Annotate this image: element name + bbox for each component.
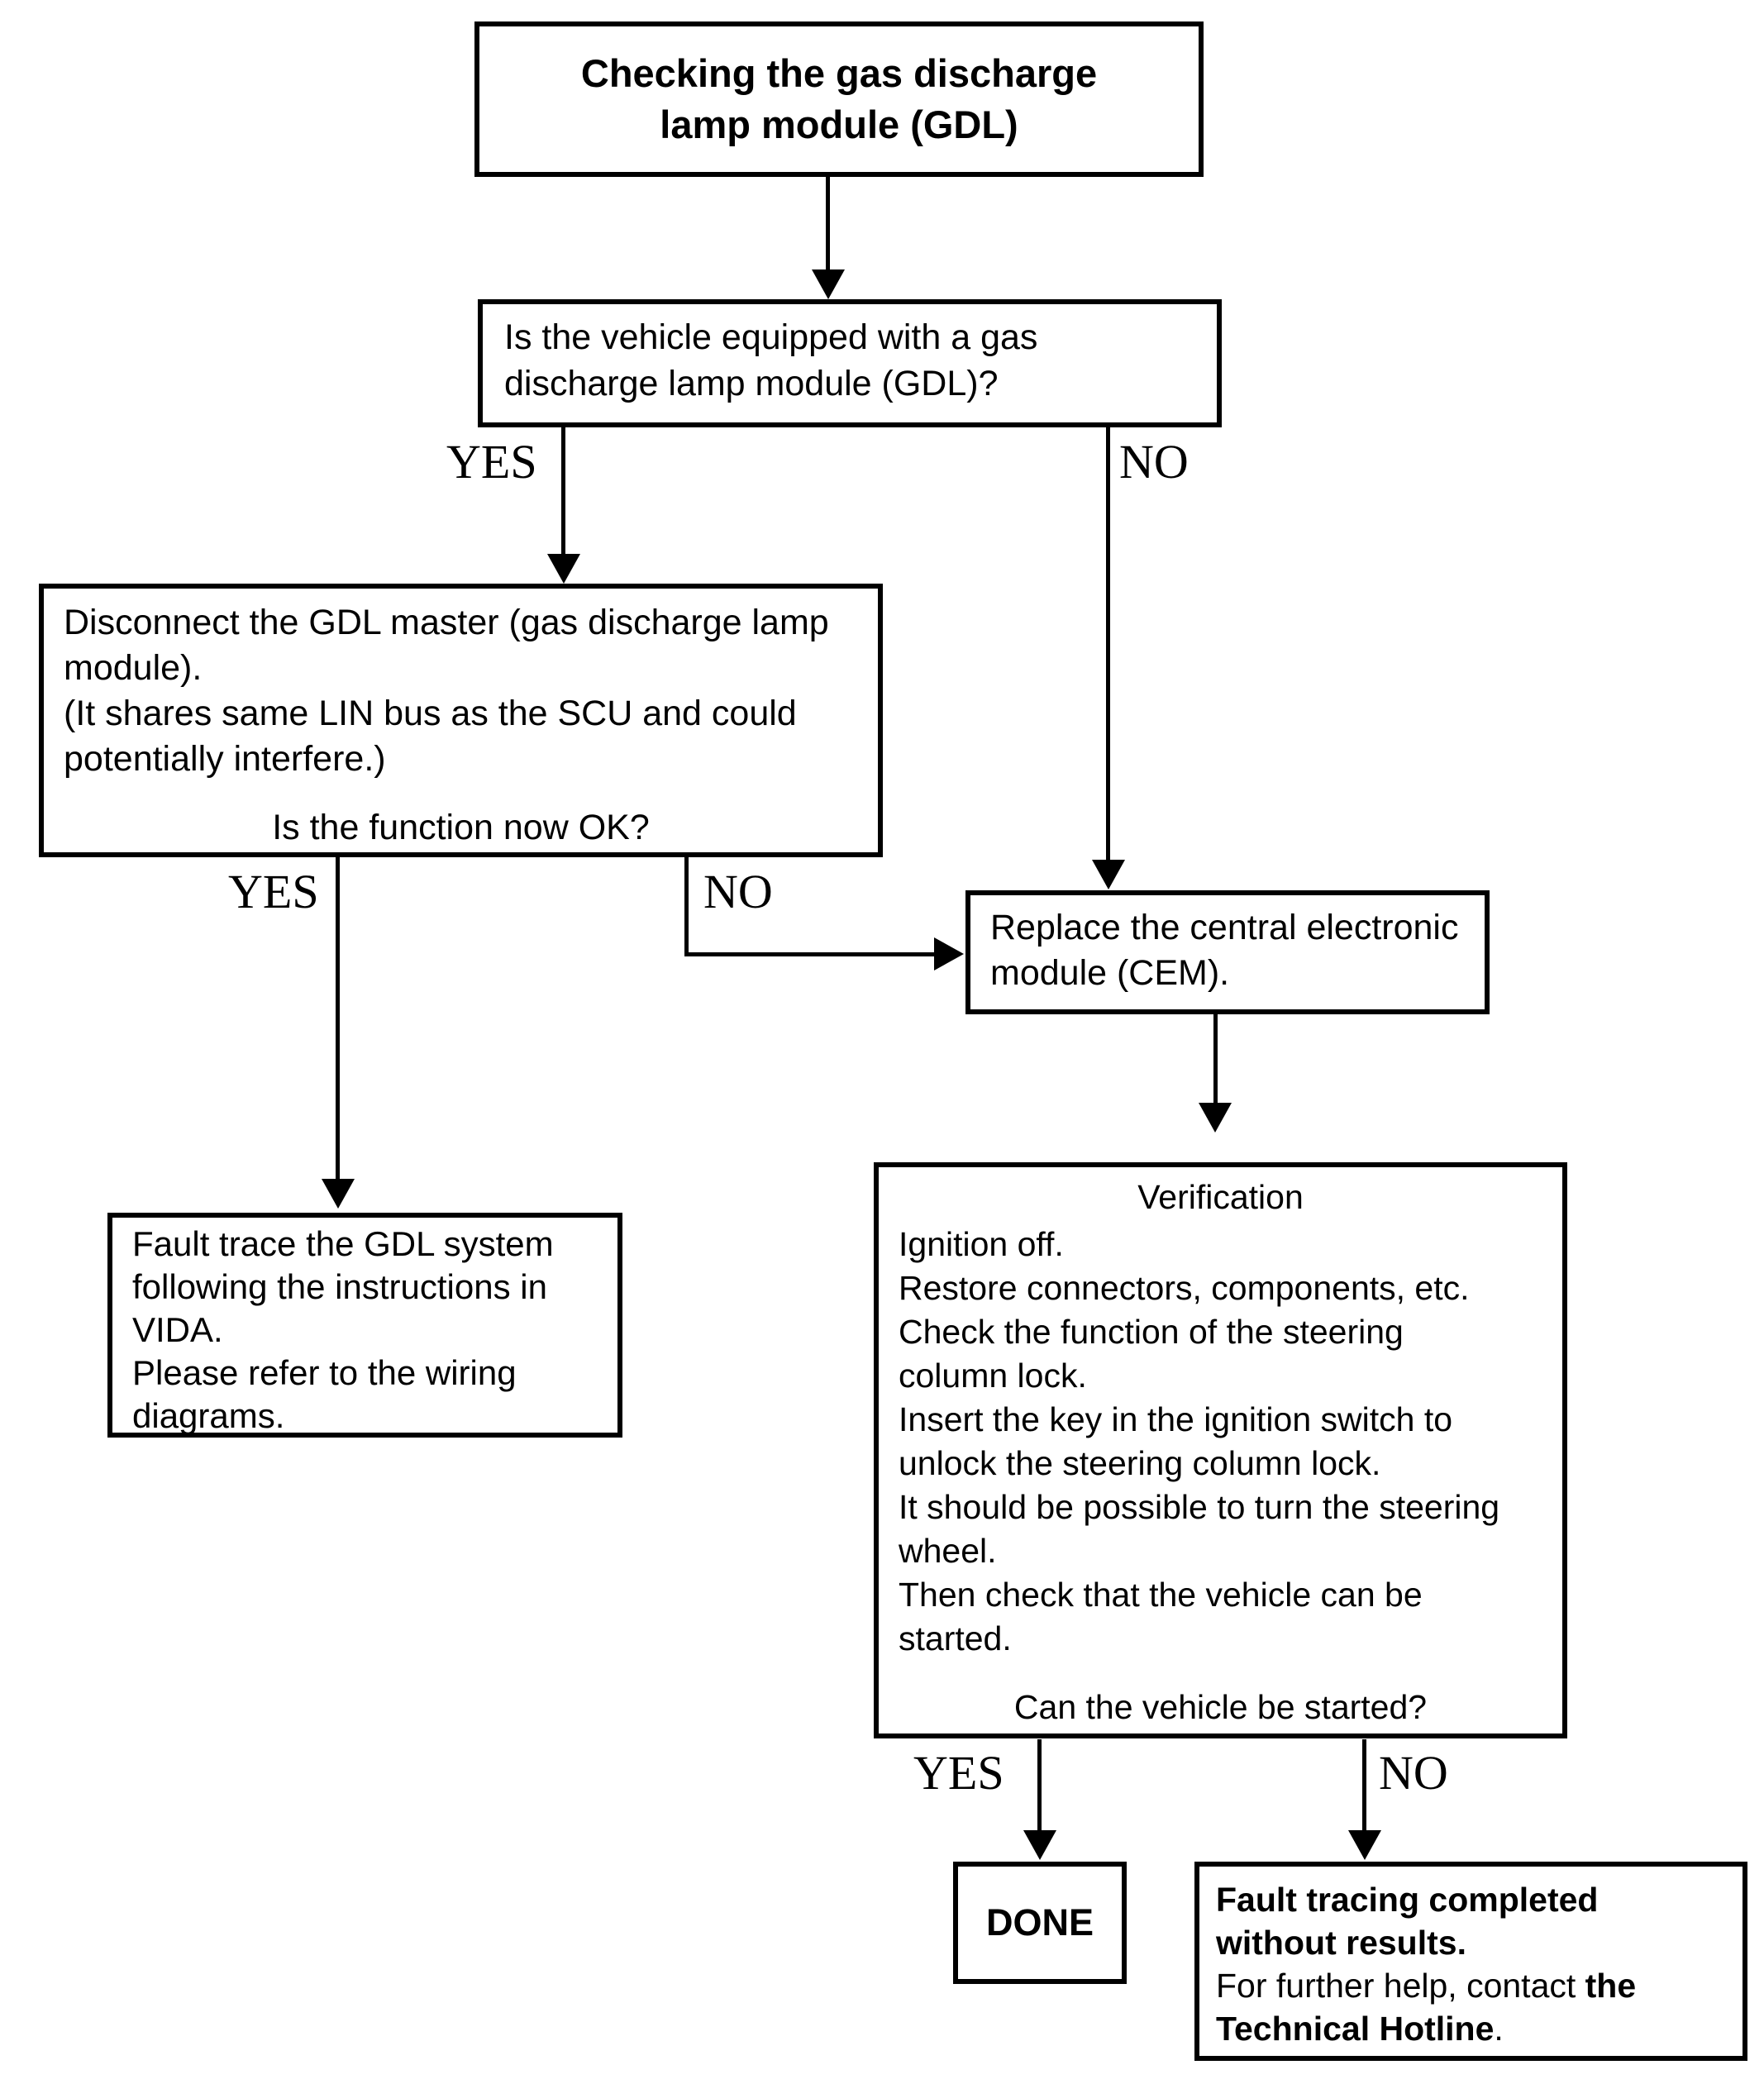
verification-question: Can the vehicle be started?: [1013, 1688, 1428, 1726]
arrowhead-q2-yes: [322, 1179, 355, 1209]
verification-line: started.: [899, 1619, 1012, 1657]
disconnect-line: Disconnect the GDL master (gas discharge…: [64, 603, 829, 642]
no-result-period: .: [1494, 2010, 1504, 2048]
connector-q2-no-horizontal: [684, 952, 934, 956]
verification-line: Then check that the vehicle can be: [899, 1576, 1423, 1614]
branch-label-no-3: NO: [1379, 1746, 1448, 1800]
verification-node: Verification Ignition off. Restore conne…: [874, 1162, 1567, 1738]
fault-trace-line: VIDA.: [132, 1310, 223, 1349]
fault-trace-node: Fault trace the GDL system following the…: [107, 1213, 622, 1438]
no-result-line: Fault tracing completed: [1216, 1881, 1599, 1919]
cem-line: Replace the central electronic: [990, 908, 1459, 947]
title-line: lamp module (GDL): [660, 103, 1018, 146]
arrowhead-q1-no: [1092, 860, 1125, 889]
branch-label-yes-1: YES: [446, 435, 537, 489]
verification-line: wheel.: [899, 1532, 997, 1570]
verification-line: column lock.: [899, 1357, 1087, 1395]
connector-q2-no-vertical: [684, 857, 689, 956]
disconnect-question: Is the function now OK?: [272, 808, 650, 847]
verification-line: unlock the steering column lock.: [899, 1444, 1381, 1482]
connector-cem-to-verification: [1213, 1014, 1218, 1104]
question-line: discharge lamp module (GDL)?: [504, 364, 999, 403]
branch-label-yes-3: YES: [913, 1746, 1004, 1800]
disconnect-line: potentially interfere.): [64, 739, 386, 779]
connector-title-to-question: [826, 177, 830, 274]
no-result-hotline-bold: Technical Hotline: [1216, 2010, 1495, 2048]
disconnect-line: (It shares same LIN bus as the SCU and c…: [64, 694, 797, 733]
cem-line: module (CEM).: [990, 953, 1230, 993]
no-result-line: Technical Hotline.: [1216, 2007, 1743, 2050]
verification-heading: Verification: [1137, 1178, 1304, 1216]
disconnect-line: module).: [64, 648, 203, 688]
verification-line: Ignition off.: [899, 1225, 1064, 1263]
connector-q1-yes: [561, 427, 565, 556]
arrowhead-title-to-question: [812, 269, 845, 299]
arrowhead-q3-no: [1348, 1830, 1381, 1860]
no-result-contact-text: For further help, contact: [1216, 1967, 1585, 2005]
fault-trace-line: Please refer to the wiring: [132, 1353, 517, 1392]
replace-cem-node: Replace the central electronic module (C…: [965, 890, 1490, 1014]
fault-trace-line: diagrams.: [132, 1396, 285, 1435]
connector-q2-yes: [336, 857, 340, 1181]
no-result-line: For further help, contact the: [1216, 1964, 1743, 2007]
arrowhead-q2-no: [934, 937, 964, 970]
title-line: Checking the gas discharge: [580, 51, 1098, 95]
verification-line: Check the function of the steering: [899, 1313, 1404, 1351]
question-gdl-node: Is the vehicle equipped with a gas disch…: [478, 299, 1222, 427]
verification-line: Insert the key in the ignition switch to: [899, 1400, 1453, 1438]
question-line: Is the vehicle equipped with a gas: [504, 317, 1038, 357]
verification-line: It should be possible to turn the steeri…: [899, 1488, 1500, 1526]
no-result-line: without results.: [1216, 1924, 1466, 1962]
connector-q3-yes: [1037, 1739, 1042, 1832]
fault-trace-line: Fault trace the GDL system: [132, 1224, 554, 1263]
connector-q3-no: [1362, 1739, 1366, 1832]
branch-label-no-2: NO: [703, 865, 773, 918]
no-result-contact-bold: the: [1585, 1967, 1637, 2005]
verification-line: Restore connectors, components, etc.: [899, 1269, 1470, 1307]
disconnect-gdl-node: Disconnect the GDL master (gas discharge…: [39, 584, 883, 857]
arrowhead-q3-yes: [1023, 1830, 1056, 1860]
no-result-node: Fault tracing completed without results.…: [1194, 1862, 1747, 2061]
done-node: DONE: [953, 1862, 1127, 1984]
fault-trace-line: following the instructions in: [132, 1267, 547, 1306]
connector-q1-no: [1106, 427, 1110, 861]
branch-label-no-1: NO: [1119, 435, 1189, 489]
arrowhead-cem-to-verification: [1199, 1103, 1232, 1133]
arrowhead-q1-yes: [547, 554, 580, 584]
title-node: Checking the gas discharge lamp module (…: [474, 21, 1204, 177]
done-label: DONE: [985, 1901, 1094, 1943]
branch-label-yes-2: YES: [228, 865, 319, 918]
